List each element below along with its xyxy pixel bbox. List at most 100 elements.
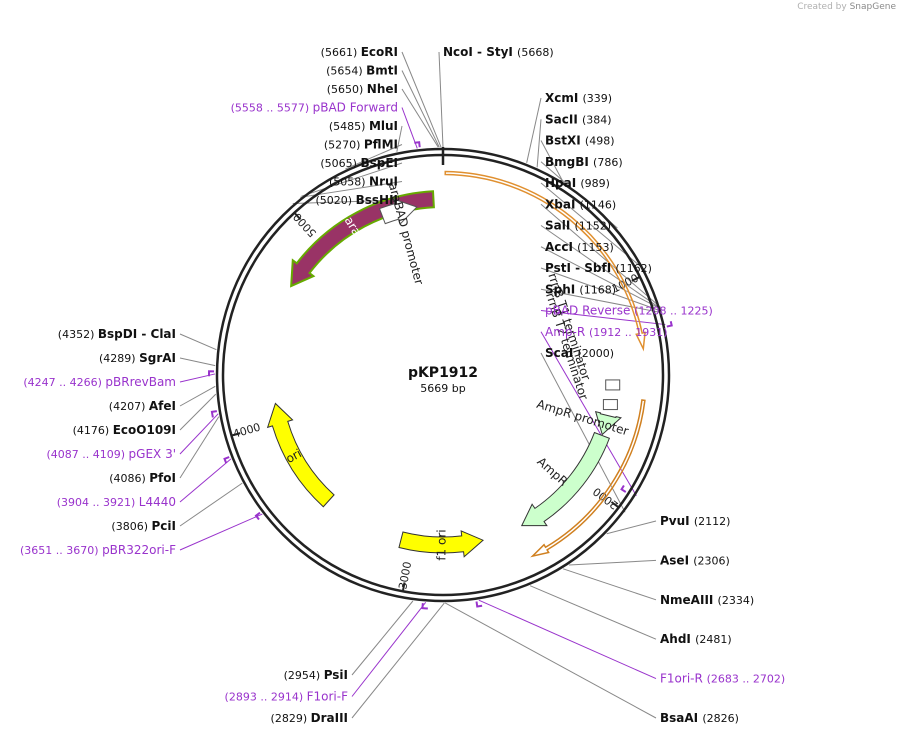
leader-l4440 [179, 458, 232, 503]
site-name: PsiI [324, 668, 348, 682]
leader-ncoi [438, 51, 444, 148]
site-coord: (5654) [326, 65, 366, 78]
orf-10-arrow [444, 170, 646, 352]
site-coord: (4247 .. 4266) [23, 376, 105, 389]
watermark-brand: SnapGene [849, 2, 896, 12]
site-name: Amp-R [545, 325, 589, 339]
leader-draiii [351, 602, 445, 719]
site-coord: (5270) [324, 139, 364, 152]
site-name: SalI [545, 219, 575, 233]
leader-pbad-reverse [540, 310, 666, 326]
primer-mark-2683 [475, 601, 483, 608]
primer-mark-5558 [414, 141, 421, 148]
site-label-ncoi: NcoI - StyI (5668) [443, 45, 554, 59]
site-label-pbad-forward: (5558 .. 5577) pBAD Forward [231, 101, 398, 115]
leader-sacii [536, 119, 542, 168]
site-name: AfeI [149, 399, 176, 413]
site-coord: (384) [582, 113, 612, 126]
site-label-pfoi: (4086) PfoI [109, 471, 176, 485]
site-coord: (1162) [615, 262, 652, 275]
site-label-amp-r: Amp-R (1912 .. 1931) [545, 325, 668, 339]
site-coord: (2000) [578, 347, 615, 360]
site-label-pcii: (3806) PciI [111, 519, 176, 533]
site-label-bspei: (5065) BspEI [320, 156, 398, 170]
leader-mlui [396, 125, 403, 152]
site-name: PfoI [149, 471, 176, 485]
site-labels: (5661) EcoRI(5654) BmtI(5650) NheI(5558 … [20, 45, 785, 725]
site-coord: (1153) [577, 241, 614, 254]
primer-mark-4087 [210, 410, 218, 418]
snapgene-watermark: Created by SnapGene [797, 2, 896, 12]
site-name: NmeAIII [660, 593, 718, 607]
leader-f1ori-f [351, 602, 427, 697]
site-name: BsaAI [660, 711, 702, 725]
leader-ecori [401, 51, 442, 148]
site-name: XbaI [545, 197, 580, 211]
site-coord: (3651 .. 3670) [20, 544, 102, 557]
leader-bsaai [444, 602, 657, 719]
leader-ecoo109i [179, 393, 217, 431]
site-coord: (4352) [58, 328, 98, 341]
site-label-bspdi: (4352) BspDI - ClaI [58, 327, 176, 341]
site-name: AhdI [660, 632, 695, 646]
site-label-hpai: HpaI (989) [545, 176, 610, 190]
site-name: F1ori-F [307, 690, 348, 704]
rrnb-t2-terminator-arrow [602, 399, 618, 411]
site-name: EcoRI [361, 45, 398, 59]
site-label-psti: PstI - SbfI (1162) [545, 261, 652, 275]
site-name: SphI [545, 282, 579, 296]
plasmid-backbone [215, 147, 671, 603]
site-coord: (5661) [321, 46, 361, 59]
leader-sphi [540, 288, 663, 314]
ampr-promoter-arrow [594, 410, 622, 436]
site-coord: (1168) [579, 283, 616, 296]
leader-xcmi [526, 97, 542, 164]
leader-f1ori-r [478, 599, 657, 680]
site-name: AseI [660, 553, 693, 567]
leader-bspdi [179, 333, 217, 351]
site-label-pvui: PvuI (2112) [660, 514, 730, 528]
site-coord: (2683 .. 2702) [707, 673, 786, 686]
tick-1000 [631, 276, 640, 282]
leader-pcii [179, 482, 243, 527]
leader-afei [179, 385, 216, 407]
site-coord: (5668) [517, 46, 554, 59]
site-coord: (4086) [109, 472, 149, 485]
site-coord: (2829) [271, 712, 311, 725]
site-name: XcmI [545, 91, 583, 105]
tick-label-3000: 3000 [396, 561, 414, 591]
site-name: pBR322ori-F [102, 543, 176, 557]
leader-acci [540, 246, 662, 310]
primer-mark-2893 [421, 603, 428, 610]
site-label-sacii: SacII (384) [545, 112, 612, 126]
leader-bstxi [540, 140, 563, 182]
ori-label: ori [283, 446, 303, 466]
site-coord: (1912 .. 1931) [589, 326, 668, 339]
plasmid-size: 5669 bp [420, 382, 465, 395]
site-coord: (786) [593, 156, 623, 169]
site-label-xcmi: XcmI (339) [545, 91, 612, 105]
primer-mark-4247 [207, 370, 215, 377]
site-label-psii: (2954) PsiI [284, 668, 348, 682]
label-leader-lines [179, 51, 666, 719]
site-name: PstI - SbfI [545, 261, 615, 275]
site-coord: (4087 .. 4109) [46, 448, 128, 461]
site-name: pBAD Forward [313, 101, 398, 115]
site-name: PciI [152, 519, 177, 533]
site-name: PflMI [364, 138, 398, 152]
site-coord: (2112) [694, 515, 731, 528]
site-label-ahdi: AhdI (2481) [660, 632, 732, 646]
tick-2000 [610, 501, 619, 508]
site-coord: (2826) [702, 712, 739, 725]
site-label-bsshii: (5020) BssHII [316, 193, 398, 207]
site-name: F1ori-R [660, 672, 707, 686]
site-label-ecori: (5661) EcoRI [321, 45, 398, 59]
site-coord: (4207) [109, 400, 149, 413]
site-name: L4440 [139, 495, 176, 509]
site-coord: (2306) [693, 554, 730, 567]
f1-ori-arrow [398, 530, 484, 558]
site-label-nmeaiii: NmeAIII (2334) [660, 593, 754, 607]
site-name: BstXI [545, 134, 585, 148]
site-label-scai: ScaI (2000) [545, 346, 614, 360]
